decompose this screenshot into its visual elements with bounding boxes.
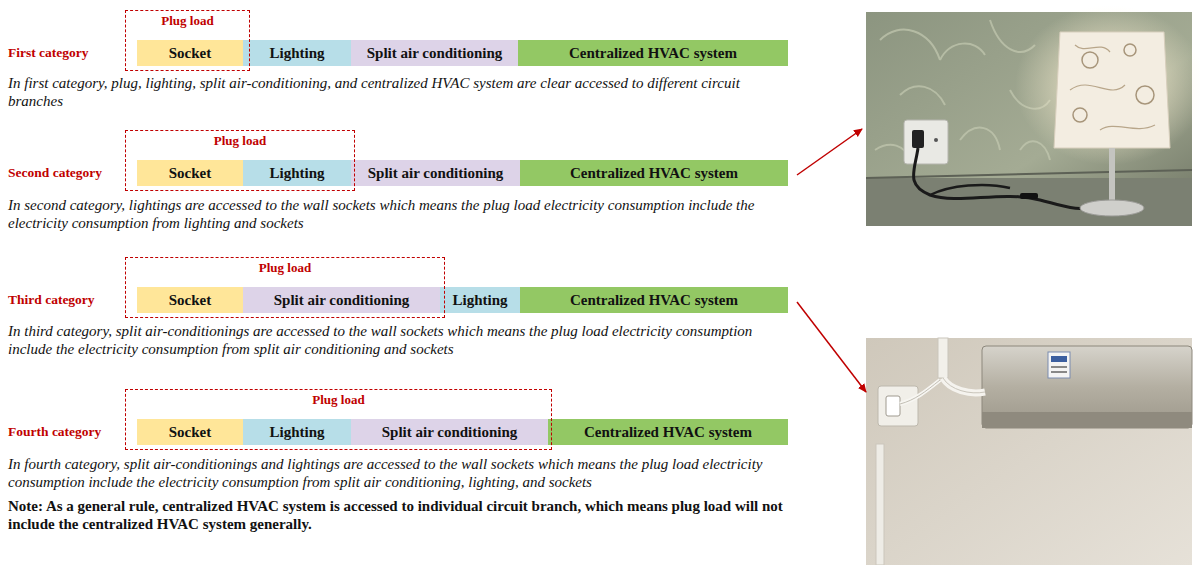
segment-label: Centralized HVAC system	[584, 423, 752, 441]
load-segment: Centralized HVAC system	[518, 40, 788, 66]
category-label: Fourth category	[8, 424, 101, 440]
segment-label: Centralized HVAC system	[570, 291, 738, 309]
plug-load-region: Plug loadSocket	[125, 10, 250, 71]
category-label: First category	[8, 45, 89, 61]
load-segment: Lighting	[243, 419, 351, 445]
description-text: In third category, split air-conditionin…	[8, 322, 798, 358]
segment-label: Split air conditioning	[274, 291, 410, 309]
segment-label: Socket	[169, 423, 212, 441]
load-segment: Centralized HVAC system	[548, 419, 788, 445]
load-segment: Split air conditioning	[351, 40, 518, 66]
load-segment: Split air conditioning	[351, 160, 520, 186]
load-segment: Lighting	[243, 160, 351, 186]
lamp-photo	[866, 5, 1200, 226]
segment-label: Socket	[169, 164, 212, 182]
load-segment: Socket	[137, 160, 243, 186]
load-segment: Lighting	[243, 40, 351, 66]
segment-label: Split air conditioning	[368, 164, 504, 182]
leader-arrow	[797, 302, 866, 392]
load-segment: Socket	[137, 419, 243, 445]
load-segment: Centralized HVAC system	[520, 287, 788, 313]
leader-arrow	[797, 129, 862, 175]
segment-label: Socket	[169, 291, 212, 309]
plug-load-region: Plug loadSocket Lighting	[125, 130, 355, 191]
category-label: Second category	[8, 165, 102, 181]
segment-label: Lighting	[452, 291, 507, 309]
load-segment: Socket	[137, 40, 243, 66]
segment-label: Socket	[169, 44, 212, 62]
load-segment: Socket	[137, 287, 243, 313]
segment-label: Lighting	[269, 164, 324, 182]
description-text: In fourth category, split air-conditioni…	[8, 455, 798, 491]
segment-label: Split air conditioning	[367, 44, 503, 62]
air-conditioner-photo	[866, 338, 1192, 565]
category-label: Third category	[8, 292, 95, 308]
plug-load-region: Plug loadSocket Split air conditioning	[125, 257, 445, 318]
region-heading: Plug load	[125, 392, 552, 408]
note-text: Note: As a general rule, centralized HVA…	[8, 497, 798, 533]
load-segment: Lighting	[440, 287, 520, 313]
segment-label: Lighting	[269, 423, 324, 441]
region-heading: Plug load	[125, 133, 355, 149]
segment-label: Centralized HVAC system	[569, 44, 737, 62]
load-segment: Split air conditioning	[351, 419, 548, 445]
segment-label: Centralized HVAC system	[570, 164, 738, 182]
load-segment: Split air conditioning	[243, 287, 440, 313]
segment-label: Split air conditioning	[382, 423, 518, 441]
region-heading: Plug load	[125, 260, 445, 276]
description-text: In second category, lightings are access…	[8, 196, 798, 232]
segment-label: Lighting	[269, 44, 324, 62]
description-text: In first category, plug, lighting, split…	[8, 74, 798, 110]
plug-load-region: Plug loadSocket Lighting Split air conditi…	[125, 389, 552, 450]
load-segment: Centralized HVAC system	[520, 160, 788, 186]
region-heading: Plug load	[125, 13, 250, 29]
